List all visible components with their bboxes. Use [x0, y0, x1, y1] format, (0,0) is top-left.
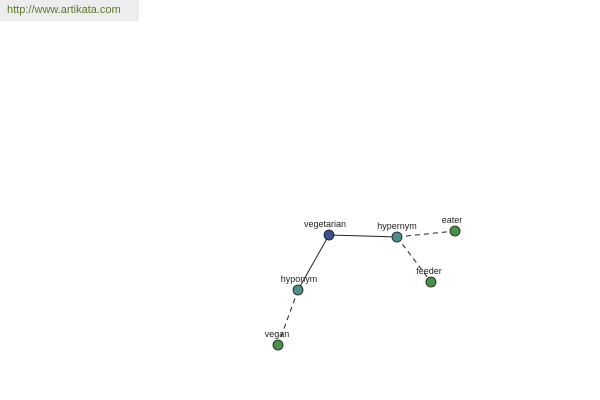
node-eater-label: eater — [442, 215, 463, 225]
node-vegan-dot[interactable] — [272, 339, 284, 351]
edge-vegetarian-hypernym — [328, 234, 398, 238]
watermark-link[interactable]: http://www.artikata.com — [0, 0, 139, 21]
edge-vegetarian-hyponym — [297, 234, 330, 291]
edge-hyponym-vegan — [277, 289, 299, 346]
node-vegetarian-label: vegetarian — [304, 219, 346, 229]
edge-hypernym-feeder — [396, 236, 432, 283]
node-vegan[interactable]: vegan — [265, 329, 290, 351]
node-hypernym-dot[interactable] — [391, 231, 403, 243]
node-vegetarian[interactable]: vegetarian — [304, 219, 346, 241]
node-vegetarian-dot[interactable] — [323, 229, 335, 241]
node-vegan-label: vegan — [265, 329, 290, 339]
node-hyponym-label: hyponym — [281, 274, 318, 284]
nodes-layer: vegetarian hypernym hyponym eater feeder vega… — [265, 215, 463, 351]
node-hypernym-label: hypernym — [377, 221, 417, 231]
node-feeder-label: feeder — [416, 266, 442, 276]
node-eater-dot[interactable] — [449, 225, 461, 237]
node-feeder[interactable]: feeder — [416, 266, 442, 288]
node-hypernym[interactable]: hypernym — [377, 221, 417, 243]
edges-layer — [277, 230, 456, 346]
node-eater[interactable]: eater — [442, 215, 463, 237]
node-feeder-dot[interactable] — [425, 276, 437, 288]
edge-hypernym-eater — [396, 230, 456, 238]
node-hyponym-dot[interactable] — [292, 284, 304, 296]
node-hyponym[interactable]: hyponym — [281, 274, 318, 296]
